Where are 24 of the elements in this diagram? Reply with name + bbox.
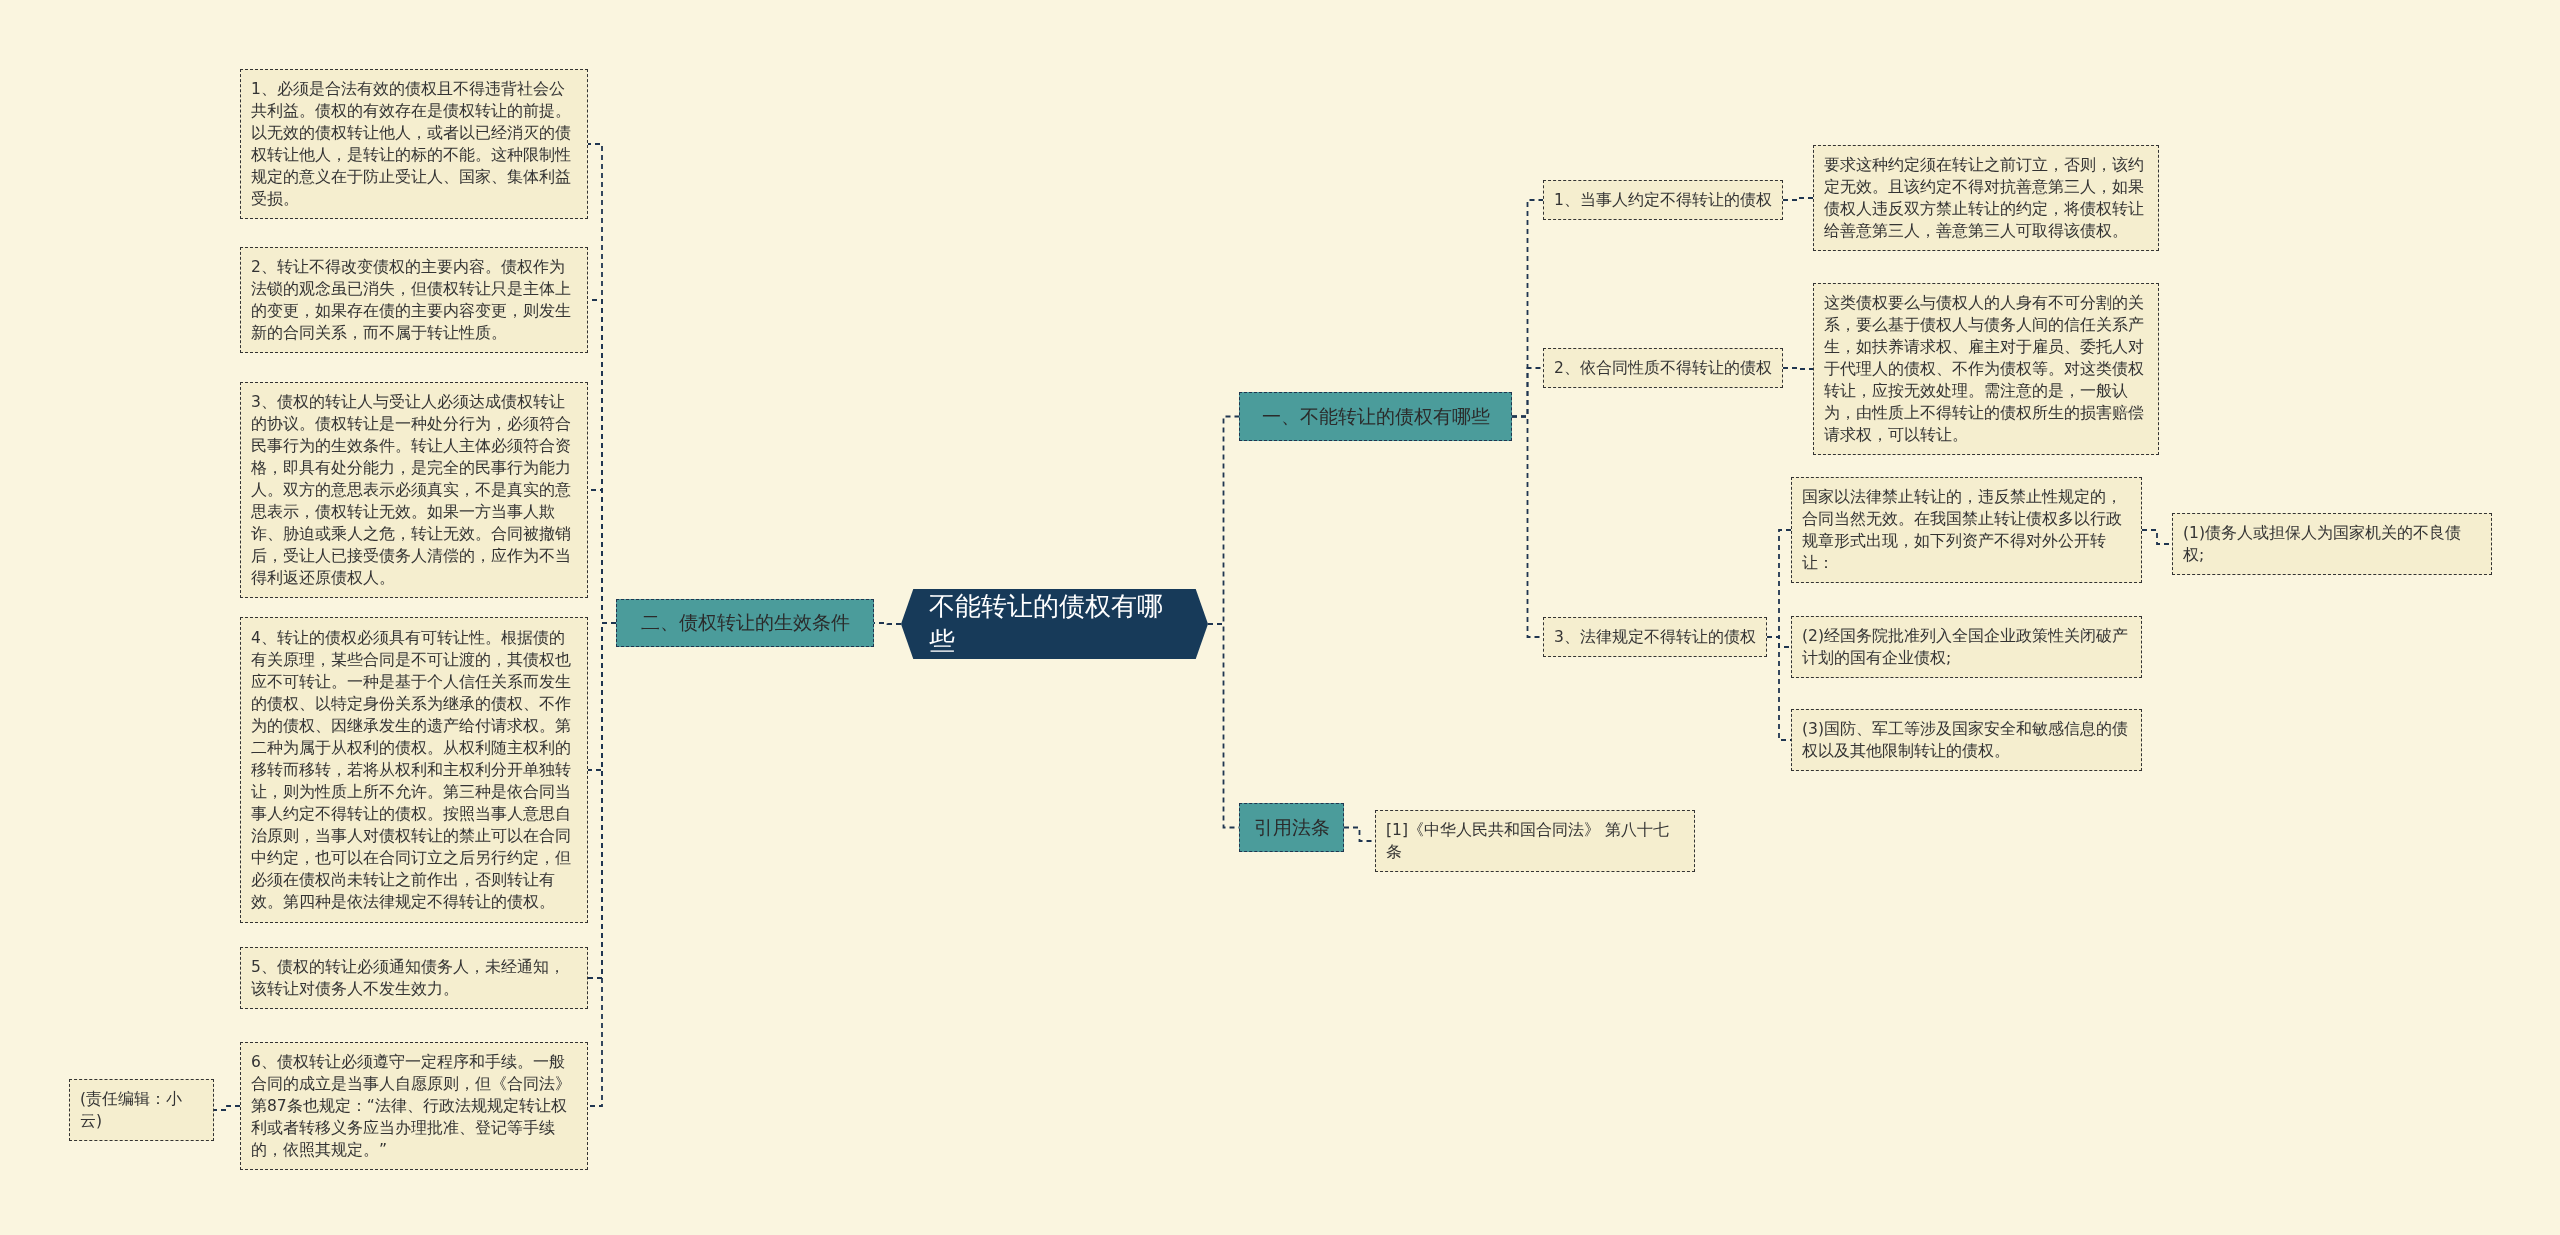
- topic-box: 4、转让的债权必须具有可转让性。根据债的有关原理，某些合同是不可让渡的，其债权也应不可转让。一种是基于个人信任关系而发生的债权、以特定身份关系为继承的债权、不作为的债权、因继承发生的遗产给付请求权。第二种为属于从权利的债权。从权利随主权利的移转而移转，若将从权利和主权利分开单独转让，则为性质上所不允许。第三种是依合同当事人约定不得转让的债权。按照当事人意思自治原则，当事人对债权转让的禁止可以在合同中约定，也可以在合同订立之后另行约定，但必须在债权尚未转让之前作出，否则转让有效。第四种是依法律规定不得转让的债权。: [240, 617, 588, 923]
- topic-box: (1)债务人或担保人为国家机关的不良债权;: [2172, 513, 2492, 575]
- branch-topic: 二、债权转让的生效条件: [616, 599, 874, 647]
- topic-box: [1]《中华人民共和国合同法》 第八十七条: [1375, 810, 1695, 872]
- topic-box: 1、当事人约定不得转让的债权: [1543, 180, 1783, 220]
- topic-box: (3)国防、军工等涉及国家安全和敏感信息的债权以及其他限制转让的债权。: [1791, 709, 2142, 771]
- branch-topic: 一、不能转让的债权有哪些: [1239, 392, 1512, 441]
- topic-box: 要求这种约定须在转让之前订立，否则，该约定无效。且该约定不得对抗善意第三人，如果债权人违反双方禁止转让的约定，将债权转让给善意第三人，善意第三人可取得该债权。: [1813, 145, 2159, 251]
- connector: [1782, 367, 1814, 370]
- topic-box: 这类债权要么与债权人的人身有不可分割的关系，要么基于债权人与债务人间的信任关系产生，如扶养请求权、雇主对于雇员、委托人对于代理人的债权、不作为债权等。对这类债权转让，应按无效处理。需注意的是，一般认为，由性质上不得转让的债权所生的损害赔偿请求权，可以转让。: [1813, 283, 2159, 455]
- topic-box: 国家以法律禁止转让的，违反禁止性规定的，合同当然无效。在我国禁止转让债权多以行政规章形式出现，如下列资产不得对外公开转让：: [1791, 477, 2142, 583]
- connector: [1782, 197, 1814, 201]
- central-topic: 不能转让的债权有哪些: [901, 589, 1208, 659]
- topic-box: 3、法律规定不得转让的债权: [1543, 617, 1767, 657]
- topic-box: (责任编辑：小云): [69, 1079, 214, 1141]
- topic-box: (2)经国务院批准列入全国企业政策性关闭破产计划的国有企业债权;: [1791, 616, 2142, 678]
- topic-box: 3、债权的转让人与受让人必须达成债权转让的协议。债权转让是一种处分行为，必须符合民事行为的生效条件。转让人主体必须符合资格，即具有处分能力，是完全的民事行为能力人。双方的意思表示必须真实，不是真实的意思表示，债权转让无效。如果一方当事人欺诈、胁迫或乘人之危，转让无效。合同被撤销后，受让人已接受债务人清偿的，应作为不当得利返还原债权人。: [240, 382, 588, 598]
- topic-box: 2、转让不得改变债权的主要内容。债权作为法锁的观念虽已消失，但债权转让只是主体上的变更，如果存在债的主要内容变更，则发生新的合同关系，而不属于转让性质。: [240, 247, 588, 353]
- topic-box: 6、债权转让必须遵守一定程序和手续。一般合同的成立是当事人自愿原则，但《合同法》第87条也规定：“法律、行政法规规定转让权利或者转移义务应当办理批准、登记等手续的，依照其规定。”: [240, 1042, 588, 1170]
- connector: [213, 1105, 241, 1111]
- topic-box: 2、依合同性质不得转让的债权: [1543, 348, 1783, 388]
- topic-box: 1、必须是合法有效的债权且不得违背社会公共利益。债权的有效存在是债权转让的前提。以无效的债权转让他人，或者以已经消灭的债权转让他人，是转让的标的不能。这种限制性规定的意义在于防止受让人、国家、集体利益受损。: [240, 69, 588, 219]
- topic-box: 5、债权的转让必须通知债务人，未经通知，该转让对债务人不发生效力。: [240, 947, 588, 1009]
- branch-topic: 引用法条: [1239, 803, 1344, 852]
